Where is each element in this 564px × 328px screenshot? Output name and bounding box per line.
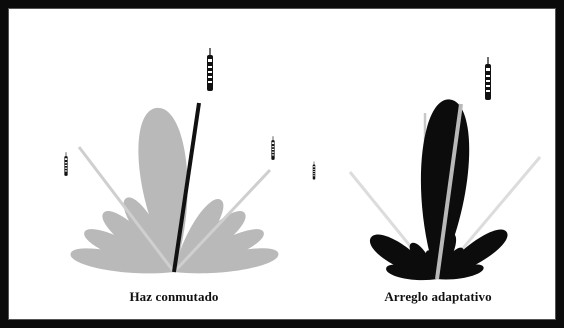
user-ray-left bbox=[77, 146, 176, 273]
side-lobe bbox=[174, 248, 279, 274]
side-lobe bbox=[425, 250, 438, 279]
caption-switched-beam: Haz conmutado bbox=[129, 289, 219, 304]
side-lobe bbox=[437, 229, 508, 279]
side-lobe bbox=[409, 242, 437, 279]
cellphone-icon bbox=[206, 47, 214, 92]
main-lobe bbox=[138, 107, 188, 272]
cellphone-icon bbox=[312, 161, 316, 180]
side-lobe bbox=[102, 211, 174, 272]
adaptive-array-panel bbox=[348, 56, 542, 281]
side-lobe bbox=[174, 229, 264, 272]
side-lobe bbox=[174, 211, 246, 272]
side-lobe bbox=[437, 264, 484, 280]
switched-beam-panel bbox=[64, 47, 279, 274]
cellphone-icon bbox=[271, 135, 275, 161]
user-ray-main-adaptive bbox=[435, 103, 463, 280]
caption-adaptive-array: Arreglo adaptativo bbox=[384, 289, 492, 304]
switched-beam-lobes bbox=[70, 107, 279, 274]
side-lobe bbox=[369, 234, 437, 279]
user-ray-main bbox=[172, 102, 201, 273]
adaptive-array-lobes bbox=[369, 99, 508, 281]
cellphone-icon bbox=[484, 56, 492, 101]
cellphone-icon bbox=[64, 151, 68, 177]
user-ray-right bbox=[172, 168, 272, 274]
